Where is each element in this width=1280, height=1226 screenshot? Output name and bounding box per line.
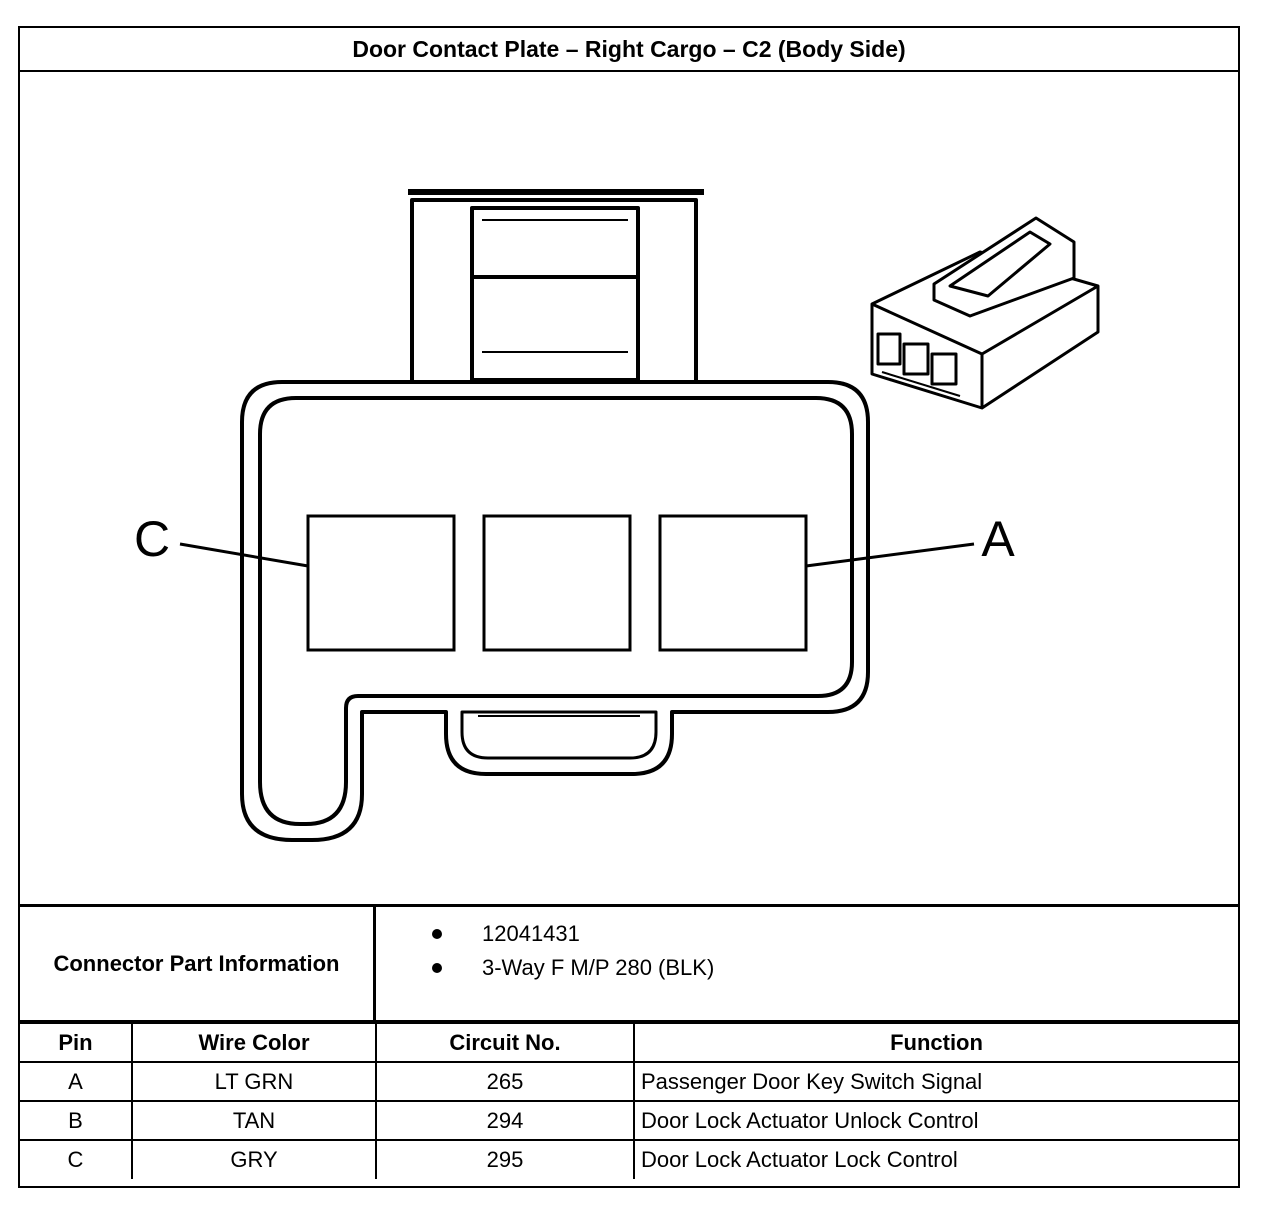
cavity-a: [658, 514, 808, 652]
header-function: Function: [633, 1022, 1238, 1063]
table-row: A LT GRN 265 Passenger Door Key Switch S…: [20, 1061, 1238, 1102]
table-row: B TAN 294 Door Lock Actuator Unlock Cont…: [20, 1100, 1238, 1141]
connector-diagram: C A: [20, 72, 1238, 904]
wire-color-cell: GRY: [131, 1139, 377, 1179]
connector-sheet: Door Contact Plate – Right Cargo – C2 (B…: [18, 26, 1240, 1188]
header-circuit-no: Circuit No.: [375, 1022, 635, 1063]
pin-cell: A: [20, 1061, 133, 1102]
pin-cell: C: [20, 1139, 133, 1179]
pin-table: Pin Wire Color Circuit No. Function A LT…: [20, 1022, 1238, 1179]
connector-face-drawing: C A: [134, 189, 1100, 842]
table-header-row: Pin Wire Color Circuit No. Function: [20, 1022, 1238, 1063]
circuit-cell: 265: [375, 1061, 635, 1102]
page-title: Door Contact Plate – Right Cargo – C2 (B…: [20, 28, 1238, 72]
connector-part-info-label: Connector Part Information: [20, 907, 376, 1020]
circuit-cell: 295: [375, 1139, 635, 1179]
part-number: 12041431: [482, 921, 580, 946]
latch-inner: [470, 206, 640, 382]
latch-outer: [410, 198, 698, 382]
pin-label-a: A: [981, 511, 1015, 567]
function-cell: Passenger Door Key Switch Signal: [633, 1061, 1238, 1102]
bullet-icon: [432, 929, 442, 939]
header-wire-color: Wire Color: [131, 1022, 377, 1063]
cavity-c: [306, 514, 456, 652]
connector-part-info: Connector Part Information 12041431 3-Wa…: [20, 904, 1238, 1022]
housing-inner: [258, 396, 854, 826]
leader-line-a: [805, 542, 975, 568]
pin-cell: B: [20, 1100, 133, 1141]
function-cell: Door Lock Actuator Unlock Control: [633, 1100, 1238, 1141]
pin-label-c: C: [134, 511, 170, 567]
part-description-item: 3-Way F M/P 280 (BLK): [376, 951, 714, 985]
housing-outer: [240, 380, 870, 842]
leader-line-c: [179, 542, 309, 568]
circuit-cell: 294: [375, 1100, 635, 1141]
cavity-b: [482, 514, 632, 652]
part-description: 3-Way F M/P 280 (BLK): [482, 955, 715, 980]
function-cell: Door Lock Actuator Lock Control: [633, 1139, 1238, 1179]
wire-color-cell: LT GRN: [131, 1061, 377, 1102]
table-row: C GRY 295 Door Lock Actuator Lock Contro…: [20, 1139, 1238, 1179]
wire-color-cell: TAN: [131, 1100, 377, 1141]
part-number-item: 12041431: [376, 917, 714, 951]
connector-isometric-icon: [870, 216, 1100, 410]
bullet-icon: [432, 963, 442, 973]
header-pin: Pin: [20, 1022, 133, 1063]
connector-part-list: 12041431 3-Way F M/P 280 (BLK): [376, 917, 714, 985]
